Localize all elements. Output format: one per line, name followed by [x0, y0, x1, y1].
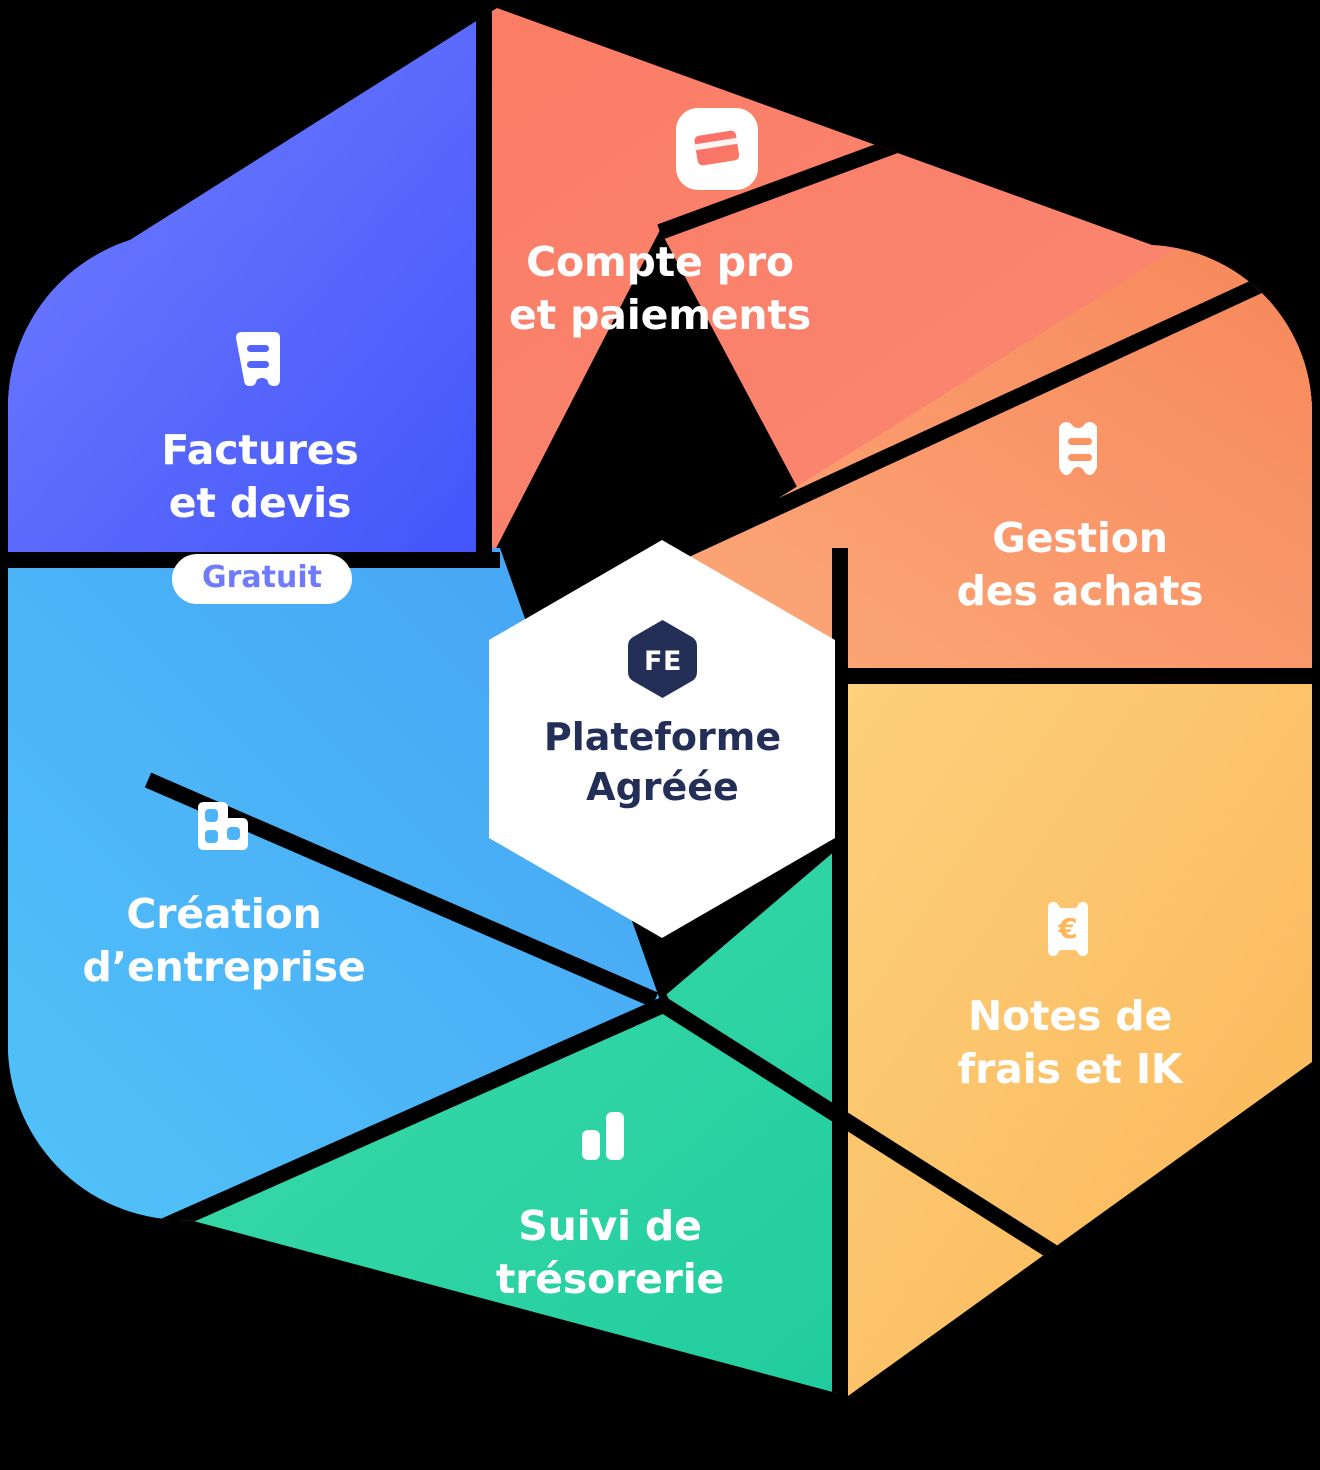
segment-factures-devis-wedge — [8, 8, 480, 560]
segment-gestion-achats-wedge — [690, 258, 1312, 690]
center-hexagon[interactable] — [489, 540, 835, 938]
svg-text:FE: FE — [644, 646, 682, 677]
gratuit-badge[interactable]: Gratuit — [172, 554, 352, 604]
fe-logo-icon: FE — [625, 618, 700, 700]
segment-creation-entreprise-wedge — [8, 545, 655, 1222]
segment-notes-de-frais[interactable] — [848, 680, 1320, 1405]
center-label: Plateforme Agréée — [543, 715, 782, 810]
